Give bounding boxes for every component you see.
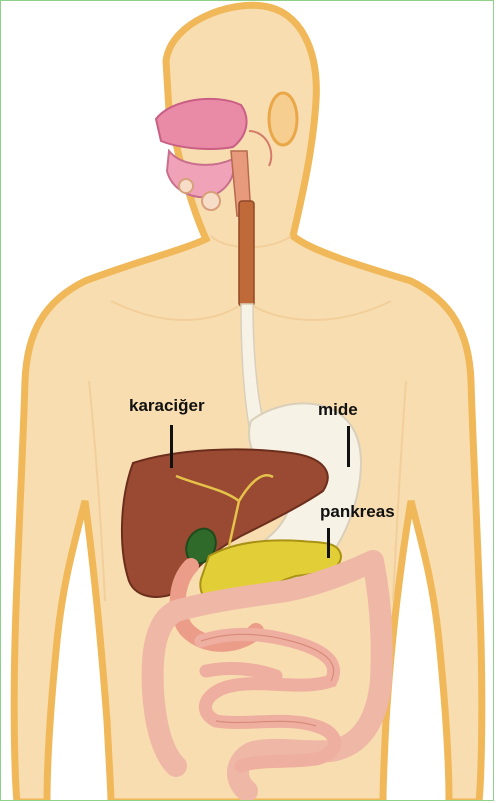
ear [269, 93, 297, 145]
stomach-leader-line [347, 426, 350, 467]
esophagus [239, 201, 254, 306]
liver-leader-line [170, 425, 173, 468]
pancreas-label: pankreas [320, 502, 395, 522]
liver-label: karaciğer [129, 396, 205, 416]
salivary-gland-2 [179, 179, 193, 193]
salivary-gland [202, 192, 220, 210]
stomach-label: mide [318, 400, 358, 420]
pancreas-leader-line [327, 528, 330, 558]
